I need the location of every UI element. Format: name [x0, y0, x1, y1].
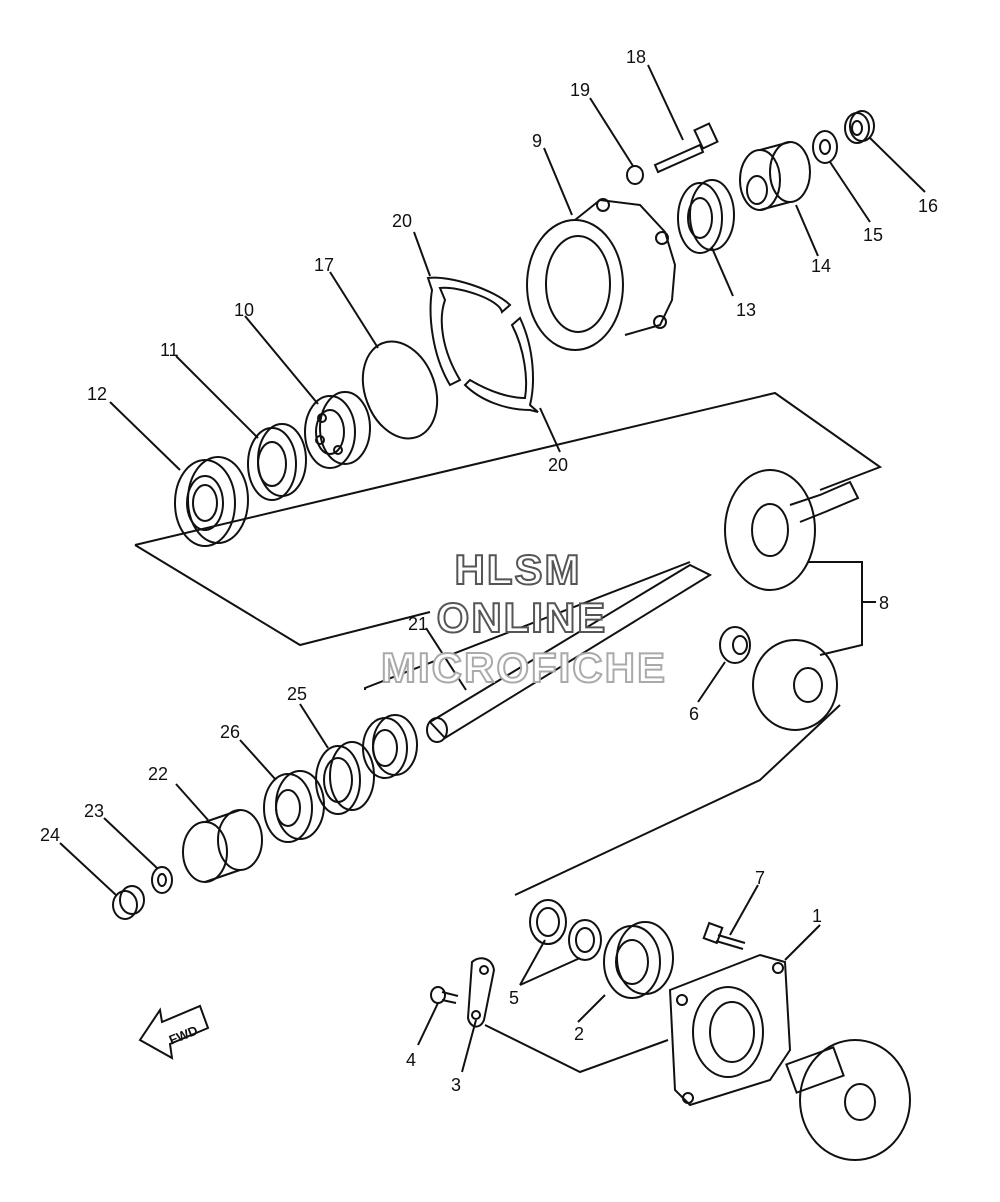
part-5-shims: [529, 899, 602, 961]
part-12-bearing: [174, 456, 249, 547]
part-14-sleeve: [739, 141, 811, 211]
part-13-bearing: [677, 179, 735, 254]
callout-21: 21: [408, 614, 428, 634]
callout-4: 4: [406, 1050, 416, 1070]
part-22-needle-bearing: [182, 809, 263, 883]
assembly-frame-upper: [134, 391, 883, 546]
callout-17: 17: [314, 255, 334, 275]
part-26-collar: [315, 741, 375, 815]
part-24-nut: [112, 885, 145, 920]
part-9-housing: [526, 198, 677, 351]
fwd-arrow-icon: FWD: [138, 1004, 210, 1060]
callout-9: 9: [532, 131, 542, 151]
part-8-bevel-gear-set: [724, 469, 860, 731]
part-10-bearing: [304, 391, 371, 469]
assembly-frame-upper-left: [134, 544, 431, 647]
callout-18: 18: [626, 47, 646, 67]
callout-22: 22: [148, 764, 168, 784]
part-21-shaft: [426, 563, 713, 743]
part-22-seal: [263, 770, 325, 843]
callout-13: 13: [736, 300, 756, 320]
watermark: HLSM ONLINE MICROFICHE: [380, 545, 667, 692]
part-6-nut: [719, 626, 751, 664]
leader-lines: [59, 64, 926, 1073]
part-15-washer: [812, 130, 838, 164]
part-23-washer: [151, 866, 173, 894]
callout-16: 16: [918, 196, 938, 216]
part-16-nut: [844, 110, 875, 144]
part-25-bearing: [362, 714, 418, 779]
part-20-gasket: [426, 276, 539, 413]
part-1-cover: [668, 953, 792, 1107]
callout-26: 26: [220, 722, 240, 742]
callout-3: 3: [451, 1075, 461, 1095]
callout-20-bottom: 20: [548, 455, 568, 475]
callout-11: 11: [160, 340, 179, 360]
part-7-bolt: [702, 921, 746, 950]
callout-14: 14: [811, 256, 831, 276]
part-19-washer: [626, 165, 644, 185]
assembly-frame-bottom: [484, 1024, 669, 1074]
callout-1: 1: [812, 906, 822, 926]
callout-12: 12: [87, 384, 107, 404]
callout-10: 10: [234, 300, 254, 320]
callout-8: 8: [879, 593, 889, 613]
watermark-line-2: ONLINE: [437, 594, 608, 641]
callout-25: 25: [287, 684, 307, 704]
assembly-frame-middle: [364, 561, 691, 690]
callout-15: 15: [863, 225, 883, 245]
callout-24: 24: [40, 825, 60, 845]
callout-5: 5: [509, 988, 519, 1008]
part-3-lock-plate: [466, 957, 496, 1028]
callouts: 1 2 3 4 5 6 7 8 9 10 11 12 13 14 15 16 1…: [40, 47, 938, 1095]
callout-2: 2: [574, 1024, 584, 1044]
callout-23: 23: [84, 801, 104, 821]
callout-19: 19: [570, 80, 590, 100]
part-17-o-ring: [361, 340, 439, 440]
part-18-bolt: [653, 122, 719, 174]
callout-20-top: 20: [392, 211, 412, 231]
part-4-screw: [430, 986, 459, 1004]
callout-6: 6: [689, 704, 699, 724]
part-11-collar: [247, 423, 307, 501]
drive-gear: [785, 1039, 911, 1161]
watermark-line-3: MICROFICHE: [381, 644, 667, 691]
watermark-line-1: HLSM: [455, 546, 582, 593]
part-2-bearing: [603, 921, 674, 999]
callout-7: 7: [755, 868, 765, 888]
assembly-frame-lower: [514, 704, 841, 896]
